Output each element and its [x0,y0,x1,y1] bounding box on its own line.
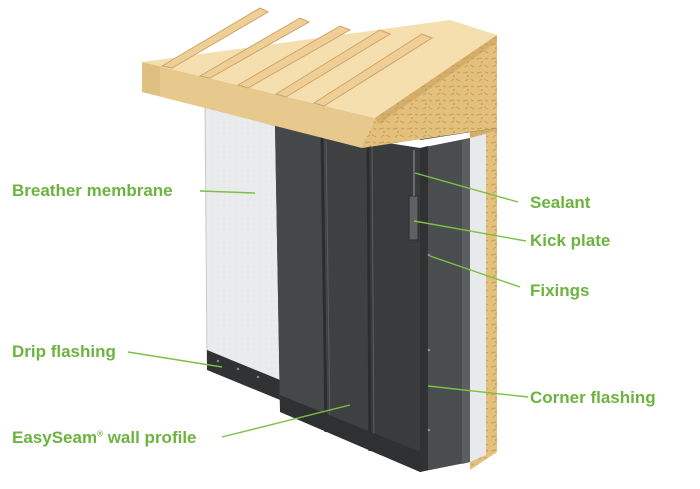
leader-lines [127,172,529,438]
leader-corner-flashing [427,385,529,398]
corner-flashing [417,118,497,472]
label-drip-flashing: Drip flashing [12,342,116,361]
easyseam-wall-panels [275,125,420,472]
leader-breather-membrane [199,190,256,194]
label-easyseam-wall-profile: EasySeam® wall profile [12,428,197,448]
label-corner-flashing: Corner flashing [530,388,656,407]
leader-kick-plate [413,220,527,242]
leader-easyseam-wall-profile [221,404,351,438]
kick-plate [408,150,419,241]
label-kick-plate: Kick plate [530,231,611,250]
registered-mark: ® [97,429,103,439]
drip-flashing-strip [207,350,285,402]
label-fixings: Fixings [530,281,590,300]
breather-membrane-panel [204,104,286,396]
leader-sealant [414,172,519,203]
easyseam-rest: wall profile [102,428,197,447]
roof-joists [160,7,434,107]
label-sealant: Sealant [530,193,591,212]
leader-drip-flashing [127,351,223,368]
label-breather-membrane: Breather membrane [12,181,173,200]
easyseam-brand: EasySeam [12,428,98,447]
leader-fixings [429,255,521,288]
